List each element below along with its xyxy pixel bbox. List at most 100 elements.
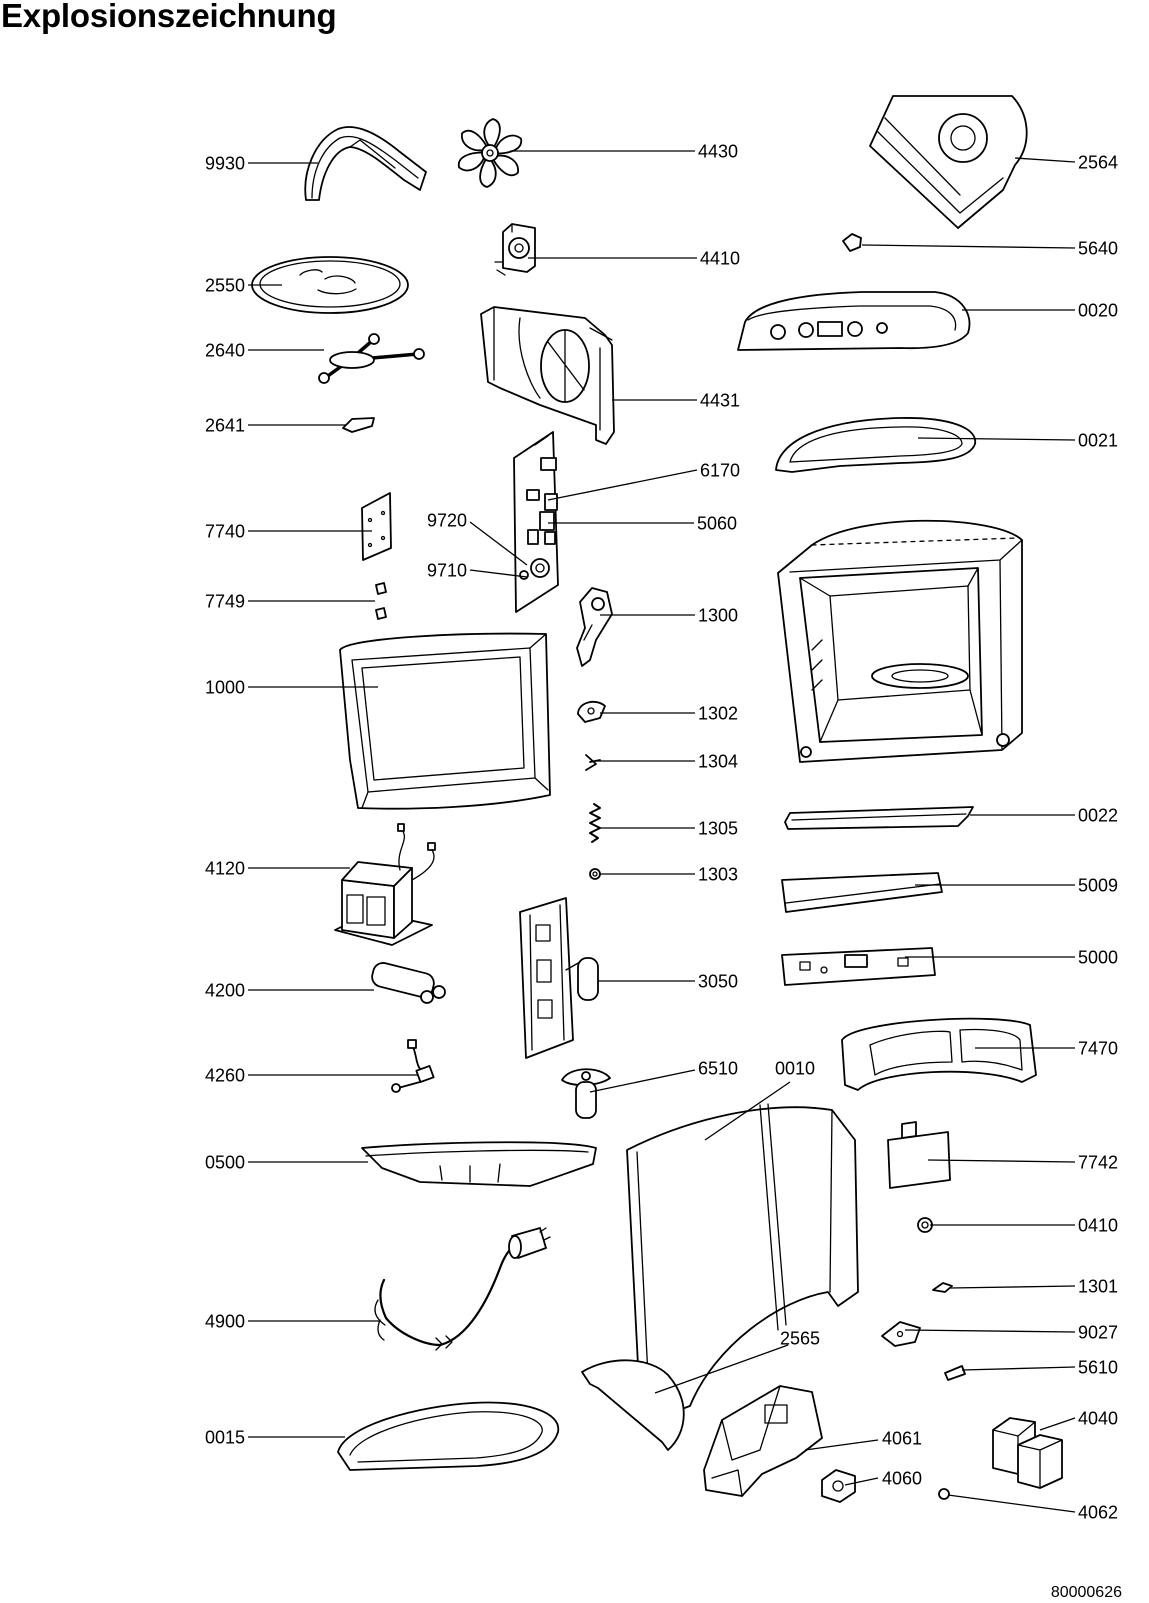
callout-label-9710: 9710 bbox=[427, 561, 467, 581]
part-1305-shape bbox=[589, 803, 601, 843]
part-0022-shape bbox=[784, 806, 974, 830]
oven-cavity-shape bbox=[777, 519, 1023, 763]
callout-label-9720: 9720 bbox=[427, 511, 467, 531]
callout-label-2565: 2565 bbox=[780, 1329, 820, 1349]
part-1301-shape bbox=[932, 1282, 953, 1293]
callout-label-4061: 4061 bbox=[882, 1429, 922, 1449]
leader-line-9710 bbox=[469, 569, 528, 578]
callout-label-0022: 0022 bbox=[1078, 806, 1118, 826]
callout-label-4060: 4060 bbox=[882, 1469, 922, 1489]
callout-label-4430: 4430 bbox=[698, 142, 738, 162]
callout-label-2550: 2550 bbox=[205, 276, 245, 296]
callout-label-2564: 2564 bbox=[1078, 153, 1118, 173]
callout-label-7749: 7749 bbox=[205, 592, 245, 612]
callout-label-4260: 4260 bbox=[205, 1066, 245, 1086]
leader-line-5610 bbox=[961, 1366, 1076, 1371]
part-2640-shape bbox=[318, 333, 425, 384]
drawing-number: 80000626 bbox=[1051, 1584, 1122, 1601]
callout-label-5640: 5640 bbox=[1078, 239, 1118, 259]
callout-label-4040: 4040 bbox=[1078, 1409, 1118, 1429]
part-5610-shape bbox=[944, 1365, 966, 1381]
part-0500-shape bbox=[361, 1141, 597, 1187]
callout-label-4410: 4410 bbox=[700, 249, 740, 269]
leader-line-6510 bbox=[589, 1069, 696, 1093]
callout-label-5009: 5009 bbox=[1078, 876, 1118, 896]
page-title: Explosionszeichnung bbox=[1, 0, 337, 34]
part-0410-shape bbox=[917, 1217, 933, 1233]
part-7749-shape bbox=[375, 582, 387, 620]
part-4431-shape bbox=[480, 306, 615, 445]
part-4061-shape bbox=[703, 1385, 823, 1497]
part-5640-shape bbox=[842, 233, 862, 252]
part-1303-shape bbox=[589, 868, 601, 880]
callout-label-5000: 5000 bbox=[1078, 948, 1118, 968]
part-4060-shape bbox=[821, 1469, 856, 1503]
callout-label-1301: 1301 bbox=[1078, 1277, 1118, 1297]
part-0021-shape bbox=[775, 417, 976, 473]
callout-label-0021: 0021 bbox=[1078, 431, 1118, 451]
callout-label-4200: 4200 bbox=[205, 981, 245, 1001]
callout-label-1303: 1303 bbox=[698, 865, 738, 885]
part-1304-shape bbox=[585, 754, 601, 771]
part-2550-shape bbox=[251, 256, 409, 314]
callout-label-4431: 4431 bbox=[700, 391, 740, 411]
part-7470-shape bbox=[841, 1017, 1037, 1091]
leader-line-5640 bbox=[861, 244, 1076, 249]
part-5009-shape bbox=[781, 872, 943, 913]
callout-label-0015: 0015 bbox=[205, 1428, 245, 1448]
parts-layer bbox=[251, 95, 1063, 1503]
callout-label-9027: 9027 bbox=[1078, 1323, 1118, 1343]
callout-label-6510: 6510 bbox=[698, 1059, 738, 1079]
part-4062-shape bbox=[938, 1488, 950, 1500]
leader-line-7742 bbox=[927, 1159, 1076, 1163]
callout-label-9930: 9930 bbox=[205, 154, 245, 174]
part-4040-shape bbox=[992, 1417, 1063, 1489]
part-0015-shape bbox=[337, 1401, 559, 1471]
part-0020-shape bbox=[737, 291, 971, 351]
part-2564-shape bbox=[869, 95, 1028, 229]
callout-label-4062: 4062 bbox=[1078, 1503, 1118, 1523]
callout-label-7470: 7470 bbox=[1078, 1039, 1118, 1059]
part-7742-shape bbox=[887, 1121, 951, 1189]
part-6170-5060-9720-9710-shape bbox=[513, 431, 559, 613]
callout-label-7742: 7742 bbox=[1078, 1153, 1118, 1173]
part-4410-shape bbox=[494, 223, 536, 276]
leader-line-4062 bbox=[947, 1494, 1076, 1513]
callout-label-1305: 1305 bbox=[698, 819, 738, 839]
callout-label-3050: 3050 bbox=[698, 972, 738, 992]
leader-line-4061 bbox=[804, 1439, 879, 1451]
leader-line-9720 bbox=[469, 521, 528, 566]
part-4260-shape bbox=[391, 1039, 435, 1093]
part-1302-shape bbox=[577, 700, 606, 723]
part-4120-shape bbox=[334, 823, 436, 946]
callout-label-5060: 5060 bbox=[697, 514, 737, 534]
callout-label-2641: 2641 bbox=[205, 416, 245, 436]
callout-label-0010: 0010 bbox=[775, 1059, 815, 1079]
leader-line-4060 bbox=[844, 1477, 879, 1486]
callout-label-7740: 7740 bbox=[205, 522, 245, 542]
callout-label-0410: 0410 bbox=[1078, 1216, 1118, 1236]
part-6510-shape bbox=[561, 1068, 611, 1119]
callout-label-0020: 0020 bbox=[1078, 301, 1118, 321]
callout-label-1302: 1302 bbox=[698, 704, 738, 724]
part-1000-shape bbox=[339, 632, 551, 810]
leader-line-9027 bbox=[904, 1329, 1076, 1333]
part-7740-shape bbox=[361, 492, 392, 561]
part-4900-shape bbox=[374, 1227, 551, 1351]
callouts-layer: 9930255026402641774077491000412042004260… bbox=[205, 142, 1118, 1523]
part-9027-shape bbox=[881, 1321, 921, 1347]
part-9930-shape bbox=[304, 126, 427, 201]
callout-label-4120: 4120 bbox=[205, 859, 245, 879]
leader-line-2564 bbox=[1014, 157, 1076, 163]
part-4200-shape bbox=[371, 962, 446, 1004]
leader-line-6170 bbox=[547, 469, 698, 501]
part-4430-shape bbox=[457, 118, 523, 188]
callout-label-6170: 6170 bbox=[700, 461, 740, 481]
callout-label-1304: 1304 bbox=[698, 752, 738, 772]
part-2565-shape bbox=[581, 1359, 685, 1451]
part-0010-shape bbox=[626, 1103, 859, 1425]
leader-line-0021 bbox=[917, 437, 1076, 441]
part-5000-shape bbox=[781, 947, 936, 986]
part-3050-shape bbox=[519, 897, 599, 1059]
